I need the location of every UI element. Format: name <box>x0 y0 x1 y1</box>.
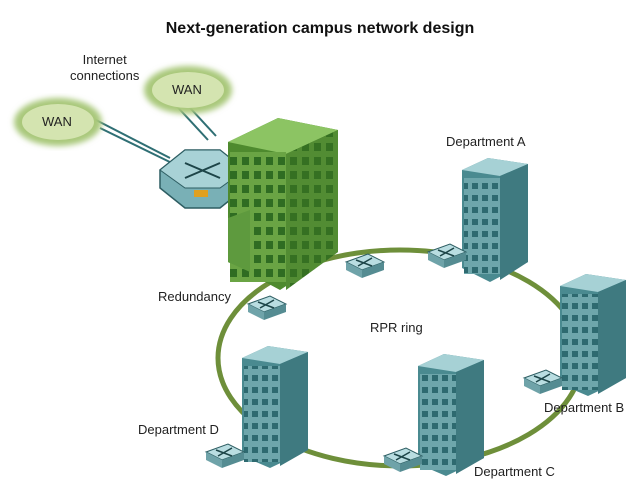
department-a-label: Department A <box>446 134 526 149</box>
switch-icon <box>426 243 468 268</box>
router-icon <box>159 149 246 209</box>
redundancy-label: Redundancy <box>158 289 231 304</box>
wan-label-left: WAN <box>42 114 72 129</box>
building-icon <box>462 158 528 282</box>
building-icon <box>242 346 308 468</box>
wan-label-top: WAN <box>172 82 202 97</box>
switch-icon <box>522 369 564 394</box>
rpr-ring-label: RPR ring <box>370 320 423 335</box>
internet-connections-label: Internet connections <box>70 52 140 83</box>
switch-icon <box>344 253 386 278</box>
wan-cloud-icon <box>14 98 102 146</box>
wan-cloud-icon <box>144 66 232 114</box>
department-d-label: Department D <box>138 422 219 437</box>
building-icon <box>228 118 338 290</box>
department-c-label: Department C <box>474 464 555 479</box>
building-icon <box>560 274 626 396</box>
department-b-label: Department B <box>544 400 625 415</box>
building-icon <box>418 354 484 476</box>
switch-icon <box>246 295 288 320</box>
diagram-title: Next-generation campus network design <box>165 20 475 37</box>
switch-icon <box>382 447 424 472</box>
switch-icon <box>204 443 246 468</box>
